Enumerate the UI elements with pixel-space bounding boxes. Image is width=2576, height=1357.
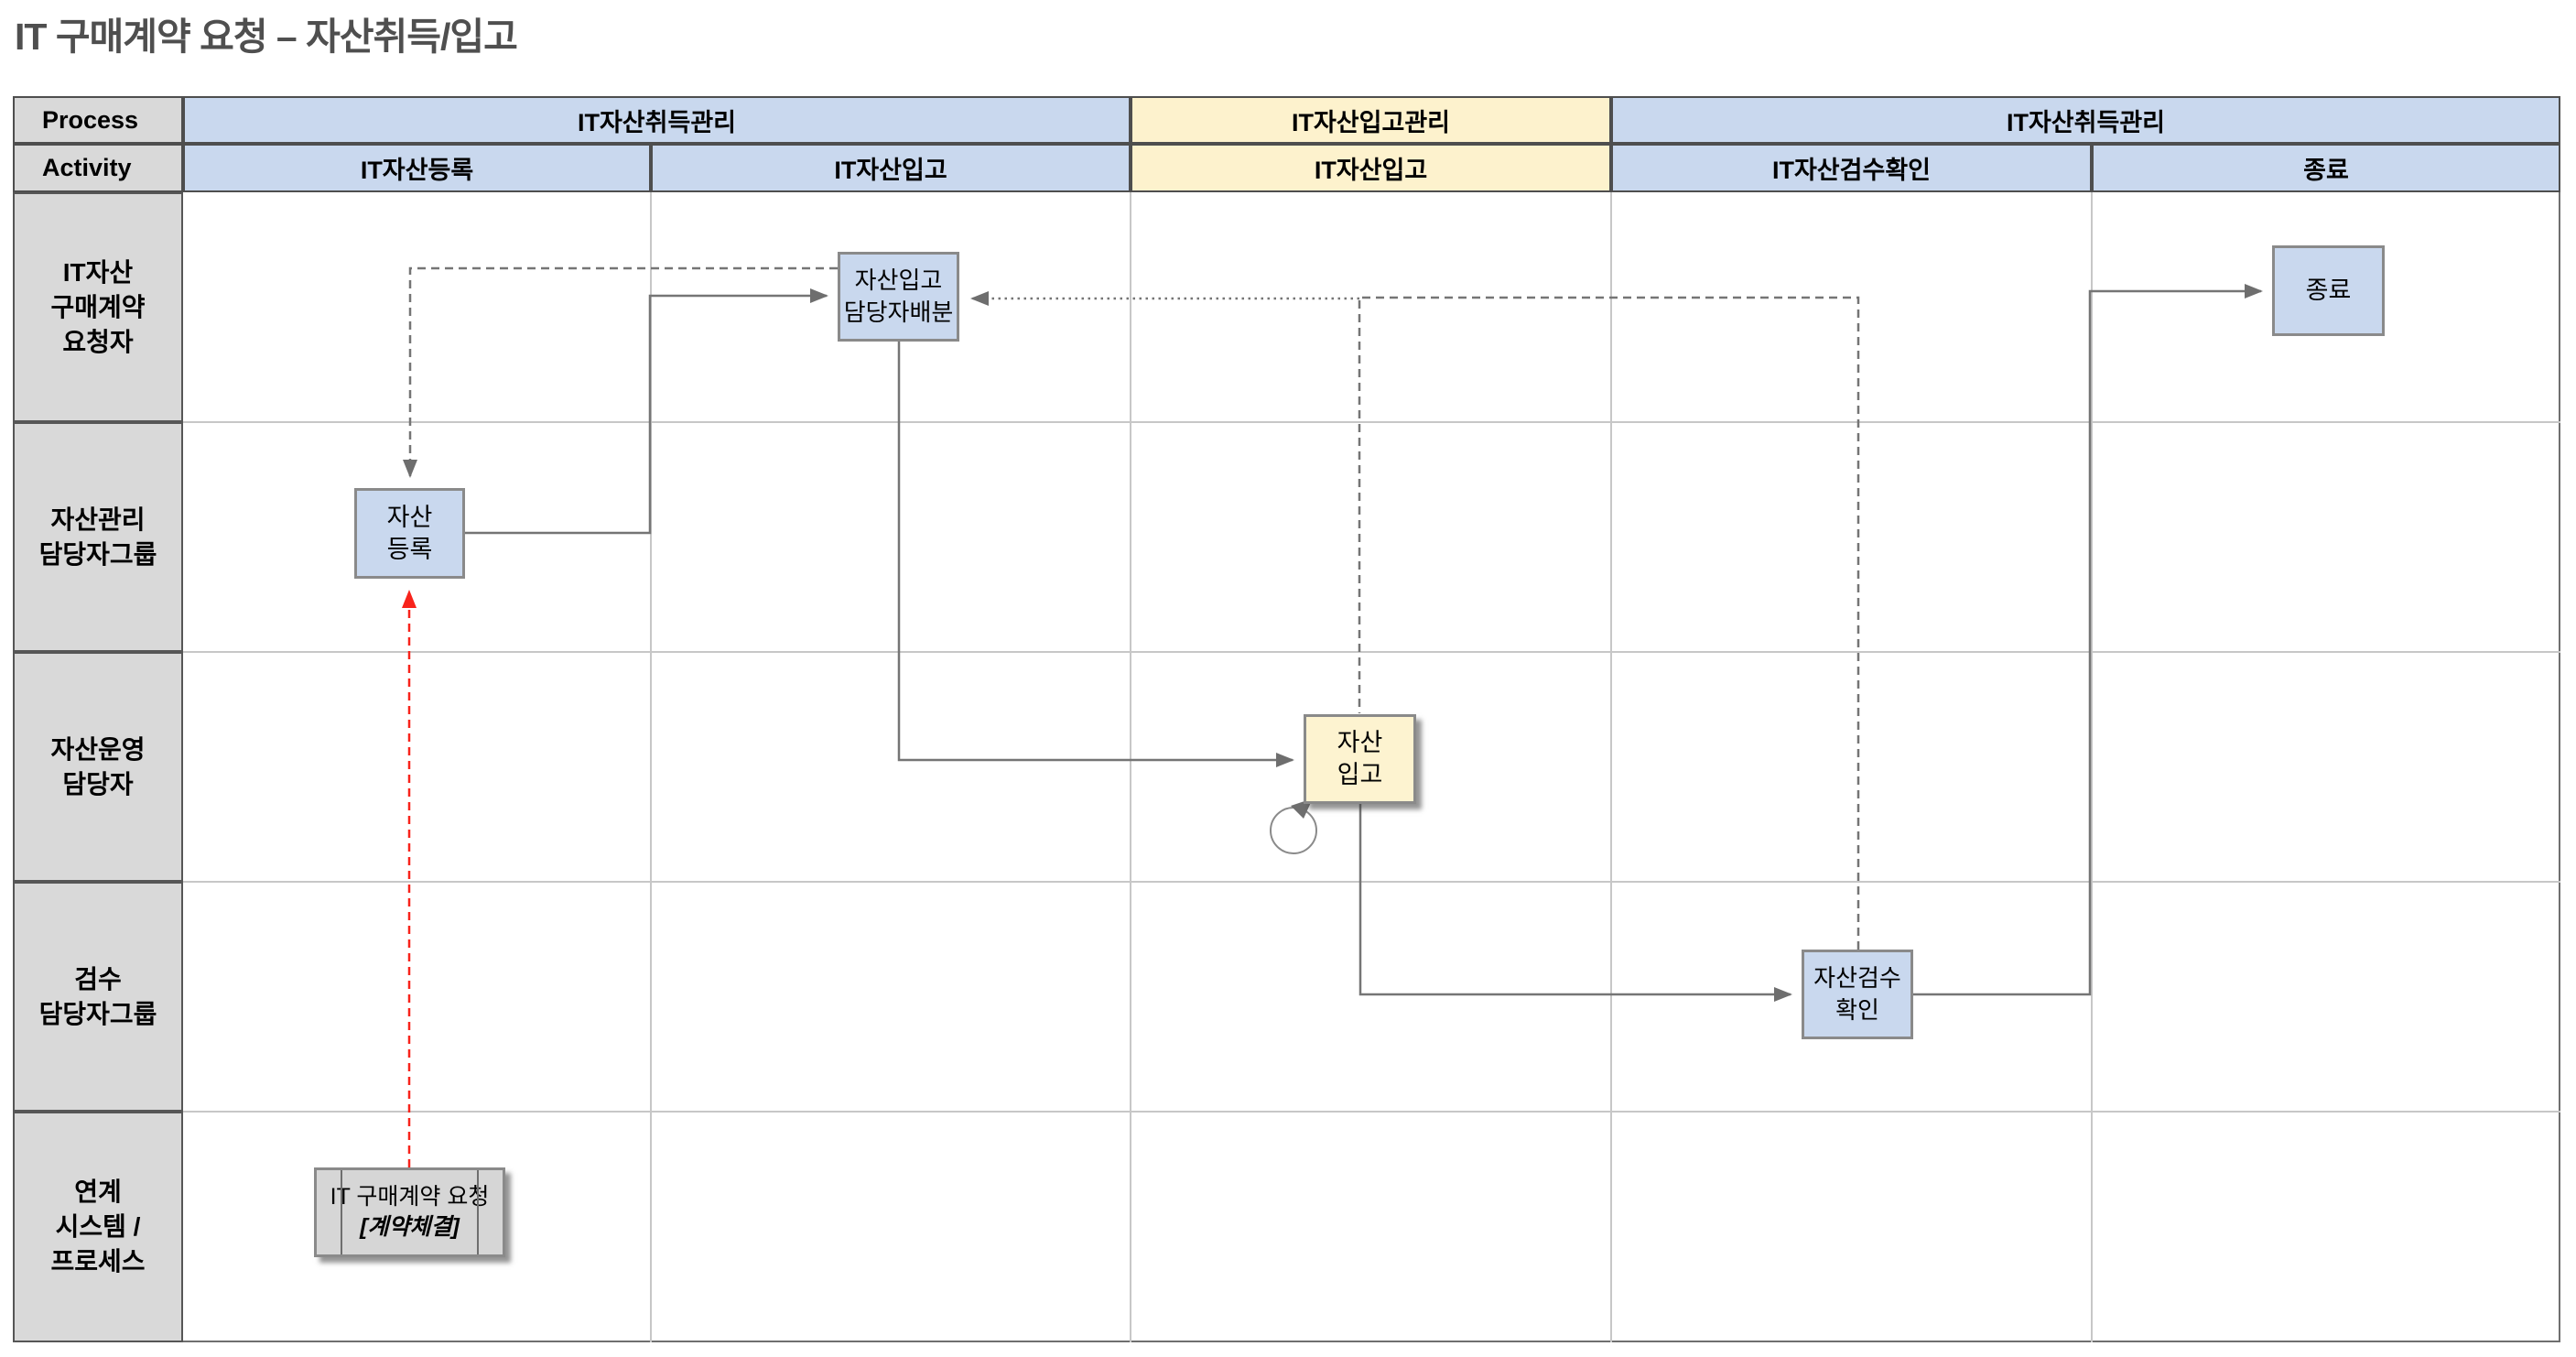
node-end-label: 종료: [2305, 277, 2352, 304]
lane-label-linked-system: 연계 시스템 / 프로세스: [13, 1112, 183, 1342]
node-asset-register[interactable]: 자산 등록: [354, 488, 465, 579]
lane-label-inspection-group: 검수 담당자그룹: [13, 882, 183, 1112]
node-purchase-contract-line2: [계약체결]: [360, 1214, 460, 1240]
node-purchase-contract-line1: IT 구매계약 요청: [330, 1184, 490, 1210]
node-asset-register-label: 자산 등록: [386, 503, 433, 563]
node-asset-inspection-label: 자산검수 확인: [1813, 964, 1901, 1024]
node-asset-inspection[interactable]: 자산검수 확인: [1802, 950, 1913, 1039]
column-divider: [1130, 192, 1131, 1342]
subprocess-bar-right-icon: [477, 1170, 479, 1254]
activity-end: 종료: [2092, 144, 2560, 192]
activity-row-label: Activity: [13, 144, 183, 192]
node-asset-receipt[interactable]: 자산 입고: [1304, 714, 1416, 804]
lane-label-asset-manager-group: 자산관리 담당자그룹: [13, 422, 183, 652]
lane-divider: [183, 651, 2560, 653]
lane-divider: [183, 1111, 2560, 1113]
column-divider: [2091, 192, 2093, 1342]
node-end[interactable]: 종료: [2272, 245, 2385, 336]
process-row-label: Process: [13, 96, 183, 144]
process-group-receipt: IT자산입고관리: [1131, 96, 1611, 144]
lane-divider: [183, 421, 2560, 423]
lane-label-asset-operator: 자산운영 담당자: [13, 652, 183, 882]
lane-label-it-asset-requester: IT자산 구매계약 요청자: [13, 192, 183, 422]
process-group-acquisition-2: IT자산취득관리: [1611, 96, 2560, 144]
page-title: IT 구매계약 요청 – 자산취득/입고: [15, 16, 518, 58]
column-divider: [650, 192, 652, 1342]
column-divider: [1610, 192, 1612, 1342]
activity-asset-register: IT자산등록: [183, 144, 651, 192]
node-receipt-manager-assign-label: 자산입고 담당자배분: [843, 266, 954, 326]
node-asset-receipt-label: 자산 입고: [1337, 729, 1383, 788]
process-group-acquisition-1: IT자산취득관리: [183, 96, 1131, 144]
node-purchase-contract[interactable]: IT 구매계약 요청 [계약체결]: [314, 1167, 505, 1257]
activity-asset-receipt-blue: IT자산입고: [651, 144, 1131, 192]
subprocess-bar-left-icon: [341, 1170, 342, 1254]
activity-asset-inspection: IT자산검수확인: [1611, 144, 2092, 192]
node-receipt-manager-assign[interactable]: 자산입고 담당자배분: [838, 252, 959, 342]
swimlane-table-frame: [13, 96, 2560, 1342]
activity-asset-receipt-yellow: IT자산입고: [1131, 144, 1611, 192]
lane-divider: [183, 881, 2560, 883]
